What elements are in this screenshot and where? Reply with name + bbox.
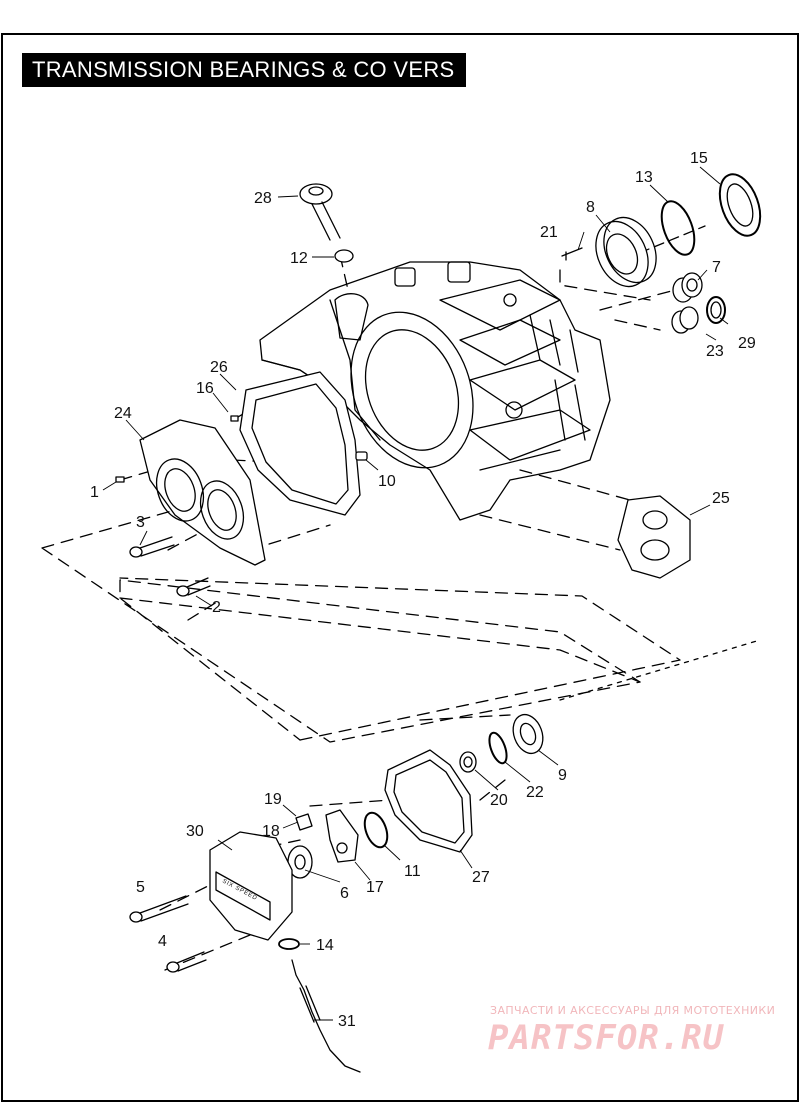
part-26-gasket: [239, 371, 361, 516]
callout-25: 25: [712, 490, 730, 507]
part-9-bearing: [512, 713, 544, 755]
callout-15: 15: [690, 150, 708, 167]
page-title: TRANSMISSION BEARINGS & CO VERS: [22, 53, 466, 87]
part-1-dowel: [115, 476, 125, 483]
callout-18: 18: [262, 823, 280, 840]
part-14-o-ring: [278, 938, 300, 950]
part-11-snap-ring: [363, 811, 389, 849]
part-10-dowel: [355, 451, 368, 461]
part-27-gasket: [384, 749, 473, 853]
part-8-bearing: [595, 216, 657, 288]
callout-24: 24: [114, 405, 132, 422]
callout-22: 22: [526, 784, 544, 801]
callout-29: 29: [738, 335, 756, 352]
part-4-bolt: [166, 951, 207, 973]
part-16-dowel: [230, 415, 239, 422]
part-30-cover: [209, 831, 293, 941]
part-29-seal: [706, 296, 726, 324]
watermark-tagline: ЗАПЧАСТИ И АКСЕССУАРЫ ДЛЯ МОТОТЕХНИКИ: [490, 1004, 776, 1017]
part-12-ring: [334, 249, 354, 263]
part-24-cover: [139, 419, 266, 566]
callout-21: 21: [540, 224, 558, 241]
callout-23: 23: [706, 343, 724, 360]
callout-1: 1: [90, 484, 99, 501]
callout-2: 2: [212, 599, 221, 616]
part-15-seal: [718, 173, 762, 237]
callout-3: 3: [136, 514, 145, 531]
callout-17: 17: [366, 879, 384, 896]
transmission-case: [259, 261, 611, 521]
callout-16: 16: [196, 380, 214, 397]
part-31-cable: [291, 959, 361, 1073]
callout-10: 10: [378, 473, 396, 490]
callout-20: 20: [490, 792, 508, 809]
callout-9: 9: [558, 767, 567, 784]
callout-12: 12: [290, 250, 308, 267]
callout-31: 31: [338, 1013, 356, 1030]
callout-13: 13: [635, 169, 653, 186]
callout-26: 26: [210, 359, 228, 376]
callout-7: 7: [712, 259, 721, 276]
callout-leaders: [102, 166, 729, 1021]
callout-14: 14: [316, 937, 334, 954]
watermark: ЗАПЧАСТИ И АКСЕССУАРЫ ДЛЯ МОТОТЕХНИКИ PA…: [478, 1004, 788, 1064]
part-17-lever: [325, 809, 359, 863]
callout-5: 5: [136, 879, 145, 896]
part-20-nut: [459, 751, 477, 773]
part-21-screw: [561, 247, 583, 261]
part-22-snap-ring: [488, 731, 508, 765]
callout-28: 28: [254, 190, 272, 207]
page-border: [1, 33, 799, 1102]
part-23-bushing: [671, 306, 699, 334]
watermark-brand: PARTSFOR.RU: [488, 1018, 725, 1058]
callout-4: 4: [158, 933, 167, 950]
callout-30: 30: [186, 823, 204, 840]
part-2-bolt: [176, 577, 211, 597]
callout-8: 8: [586, 199, 595, 216]
part-19-screw: [295, 813, 313, 831]
part-5-bolt: [129, 895, 189, 923]
part-28-bolt: [299, 183, 341, 241]
callout-19: 19: [264, 791, 282, 808]
part-3-bolt: [129, 536, 175, 558]
callout-11: 11: [404, 863, 421, 880]
part-7-bushing: [672, 272, 703, 303]
callout-6: 6: [340, 885, 349, 902]
part-13-snap-ring: [660, 200, 696, 256]
callout-numbers: 28 12 21 8 13 15 7 23 29 26 16 24 1 3 2 …: [90, 150, 756, 1030]
callout-27: 27: [472, 869, 490, 886]
part-25-gasket: [617, 495, 691, 579]
